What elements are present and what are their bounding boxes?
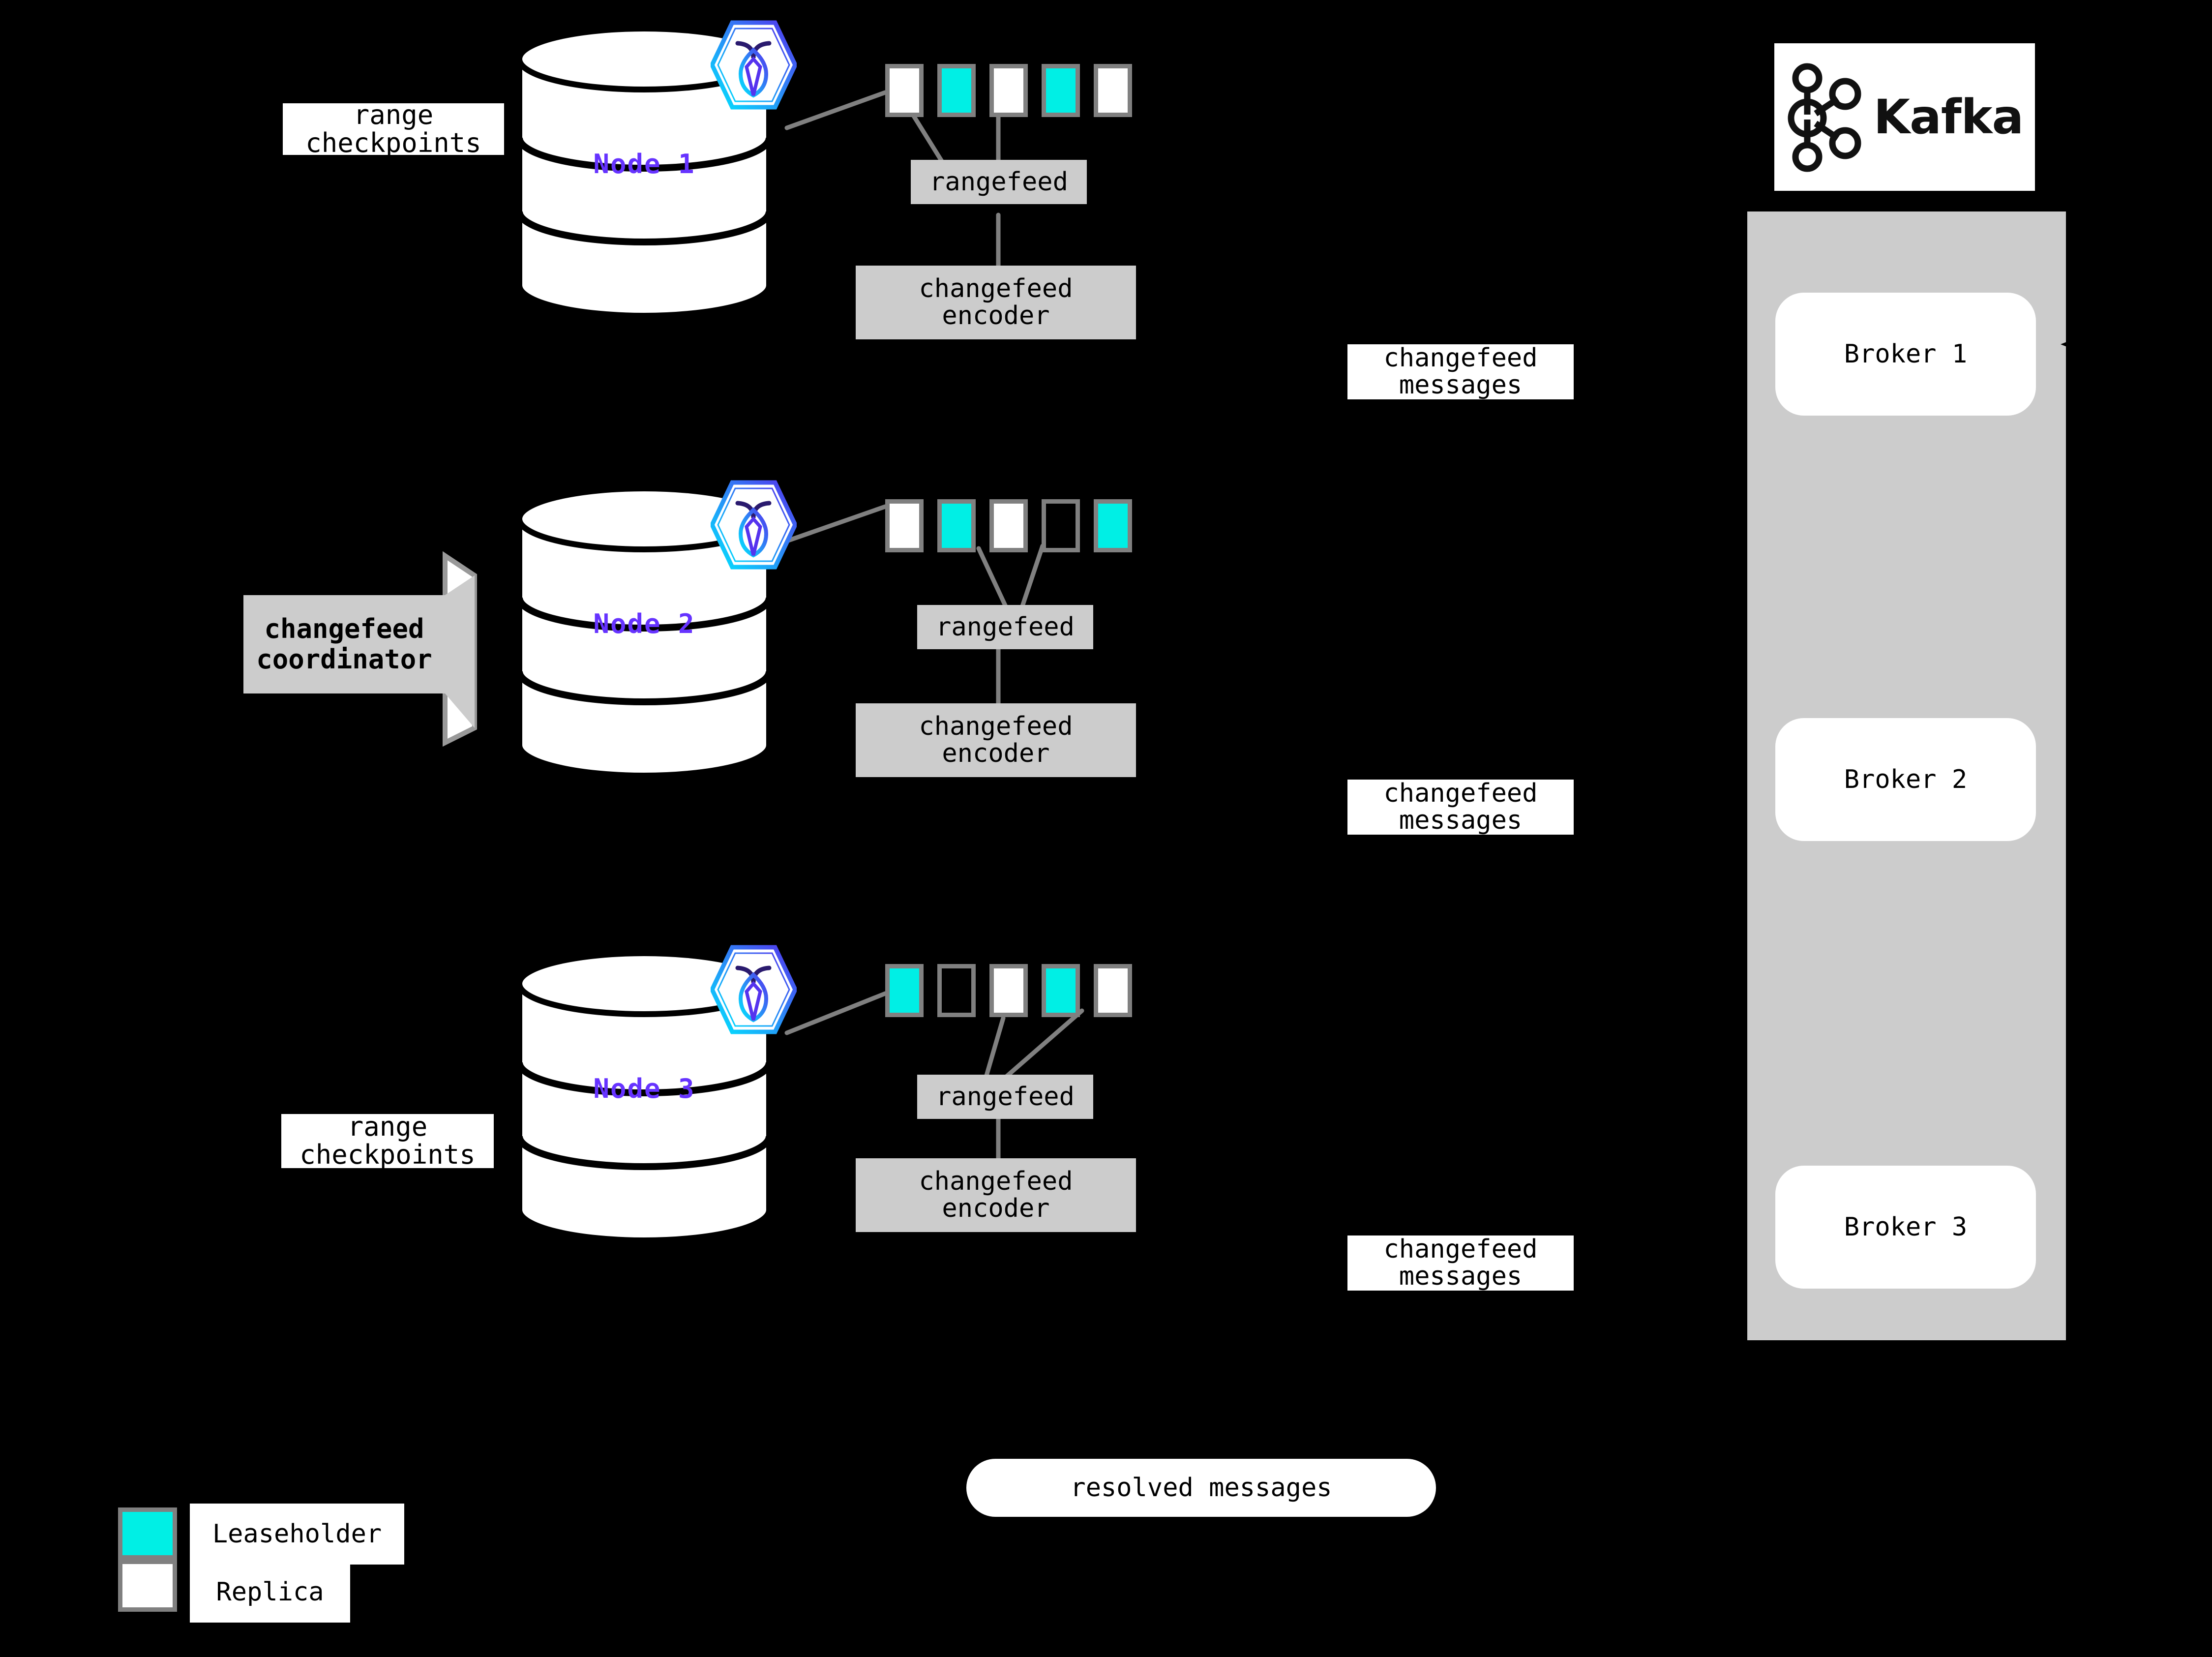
node-2-changefeed-encoder-box[interactable]: changefeed encoder	[856, 703, 1136, 777]
range-replica[interactable]	[1094, 64, 1132, 117]
changefeed-coordinator-label: changefeed coordinator	[256, 613, 432, 675]
legend-label-replica: Replica	[190, 1562, 350, 1623]
legend-label-leaseholder: Leaseholder	[190, 1504, 404, 1565]
range-replica[interactable]	[989, 64, 1028, 117]
range-leaseholder[interactable]	[885, 964, 924, 1017]
incoming-arrow-icon	[2061, 334, 2090, 366]
range-checkpoints-callout-top: range checkpoints	[283, 101, 504, 156]
node-1-ranges	[885, 64, 1141, 123]
range-replica[interactable]	[989, 499, 1028, 552]
legend: Leaseholder Replica	[118, 1504, 462, 1630]
range-checkpoints-callout-bottom: range checkpoints	[281, 1113, 494, 1169]
node-2-label: Node 2	[593, 608, 695, 639]
node-3-rangefeed-box[interactable]: rangefeed	[917, 1075, 1093, 1119]
range-empty[interactable]	[1042, 499, 1080, 552]
kafka-logo-box: Kafka	[1774, 43, 2035, 191]
cockroachdb-hex-icon	[710, 944, 798, 1037]
node-3-changefeed-encoder-box[interactable]: changefeed encoder	[856, 1158, 1136, 1232]
node-1-changefeed-encoder-box[interactable]: changefeed encoder	[856, 266, 1136, 339]
broker-1-box[interactable]: Broker 1	[1775, 293, 2036, 416]
node-3-ranges	[885, 964, 1141, 1023]
broker-3-box[interactable]: Broker 3	[1775, 1166, 2036, 1289]
range-empty[interactable]	[937, 964, 976, 1017]
node-2-rangefeed-box[interactable]: rangefeed	[917, 605, 1093, 649]
node-2-ranges	[885, 499, 1141, 558]
range-replica[interactable]	[1094, 964, 1132, 1017]
range-replica[interactable]	[885, 499, 924, 552]
node-3-cylinder: Node 3	[516, 949, 772, 1244]
range-leaseholder[interactable]	[937, 499, 976, 552]
range-leaseholder[interactable]	[1094, 499, 1132, 552]
range-replica[interactable]	[989, 964, 1028, 1017]
kafka-node-graph-icon	[1788, 63, 1861, 172]
range-leaseholder[interactable]	[1042, 964, 1080, 1017]
node-1-rangefeed-box[interactable]: rangefeed	[911, 160, 1087, 204]
cockroachdb-hex-icon	[710, 20, 798, 113]
node-1-cylinder: Node 1	[516, 25, 772, 320]
node-1-label: Node 1	[593, 149, 695, 180]
range-replica[interactable]	[885, 64, 924, 117]
changefeed-messages-label-3: changefeed messages	[1347, 1235, 1574, 1291]
changefeed-messages-label-2: changefeed messages	[1347, 780, 1574, 835]
range-leaseholder[interactable]	[1042, 64, 1080, 117]
legend-swatch-leaseholder	[118, 1507, 177, 1560]
kafka-wordmark: Kafka	[1873, 90, 2024, 145]
node-3-label: Node 3	[593, 1073, 695, 1104]
changefeed-messages-label-1: changefeed messages	[1347, 344, 1574, 399]
resolved-messages-oval[interactable]: resolved messages	[966, 1459, 1436, 1517]
range-leaseholder[interactable]	[937, 64, 976, 117]
node-2-cylinder: Node 2	[516, 484, 772, 780]
broker-2-box[interactable]: Broker 2	[1775, 718, 2036, 841]
changefeed-coordinator-callout[interactable]: changefeed coordinator	[243, 546, 534, 754]
legend-swatch-replica	[118, 1560, 177, 1612]
cockroachdb-hex-icon	[710, 480, 798, 572]
